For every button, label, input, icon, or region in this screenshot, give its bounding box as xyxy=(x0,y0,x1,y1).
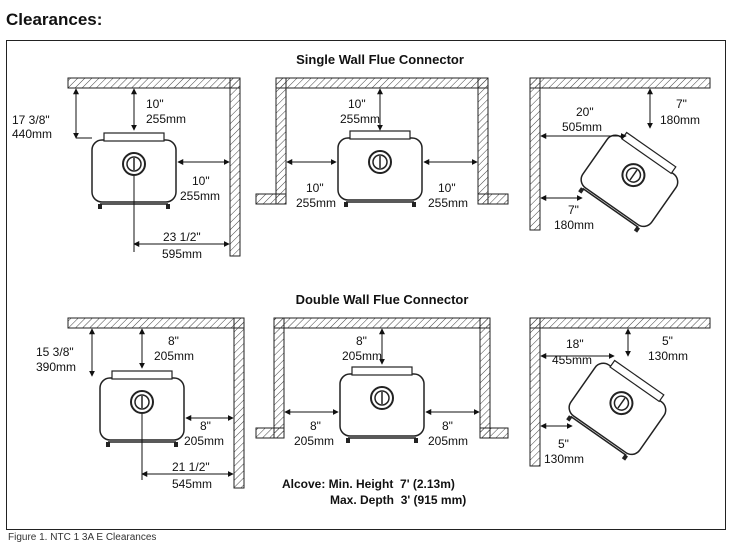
stove-icon xyxy=(339,366,425,444)
alcove-requirements: Alcove: Min. Height 7' (2.13m) Max. Dept… xyxy=(282,476,466,508)
double-wall-title: Double Wall Flue Connector xyxy=(295,292,469,307)
wall xyxy=(477,77,489,205)
label: 8" xyxy=(356,334,367,348)
wall xyxy=(529,317,711,329)
label: 10" xyxy=(192,174,210,188)
wall xyxy=(275,77,489,89)
label: 505mm xyxy=(562,120,602,134)
label: 390mm xyxy=(36,360,76,374)
label: 440mm xyxy=(12,127,52,141)
alcove-depth-label: Max. Depth xyxy=(330,493,395,507)
wall xyxy=(477,193,509,205)
label: 23 1/2" xyxy=(163,230,201,244)
label: 545mm xyxy=(172,477,212,491)
label: 180mm xyxy=(660,113,700,127)
label: 15 3/8" xyxy=(36,345,74,359)
wall xyxy=(255,427,285,439)
wall xyxy=(67,77,241,89)
label: 130mm xyxy=(648,349,688,363)
label: 255mm xyxy=(296,196,336,210)
label: 20" xyxy=(576,105,594,119)
wall xyxy=(479,317,491,439)
wall xyxy=(229,77,241,257)
single-alcove-diagram: 10" 255mm 10" 255mm 10" 255mm xyxy=(255,77,509,210)
page-heading: Clearances: xyxy=(6,10,103,29)
label: 180mm xyxy=(554,218,594,232)
wall xyxy=(255,193,287,205)
double-alcove-diagram: 8" 205mm 8" 205mm 8" 205mm xyxy=(255,317,509,448)
single-corner-diagram: 7" 180mm 20" 505mm 7" 180mm xyxy=(529,77,711,238)
alcove-depth-value: 3' (915 mm) xyxy=(400,493,467,507)
label: 8" xyxy=(442,419,453,433)
label: 595mm xyxy=(162,247,202,261)
label: 205mm xyxy=(294,434,334,448)
label: 10" xyxy=(348,97,366,111)
label: 205mm xyxy=(154,349,194,363)
label: 255mm xyxy=(180,189,220,203)
label: 8" xyxy=(200,419,211,433)
single-wall-title: Single Wall Flue Connector xyxy=(296,52,464,67)
single-side-wall-diagram: 17 3/8" 440mm 10" 255mm 10" 255mm 23 1/2… xyxy=(12,77,241,261)
wall xyxy=(479,427,509,439)
label: 5" xyxy=(662,334,673,348)
label: 255mm xyxy=(340,112,380,126)
label: 7" xyxy=(676,97,687,111)
alcove-height-value: 7' (2.13m) xyxy=(400,477,455,491)
alcove-height-label: Alcove: Min. Height xyxy=(282,477,394,491)
label: 455mm xyxy=(552,353,592,367)
label: 18" xyxy=(566,337,584,351)
wall xyxy=(233,317,245,489)
wall xyxy=(529,77,541,231)
label: 205mm xyxy=(428,434,468,448)
label: 130mm xyxy=(544,452,584,466)
label: 5" xyxy=(558,437,569,451)
double-side-wall-diagram: 15 3/8" 390mm 8" 205mm 8" 205mm 21 1/2" … xyxy=(36,317,245,491)
label: 10" xyxy=(438,181,456,195)
wall xyxy=(273,317,285,439)
label: 7" xyxy=(568,203,579,217)
wall xyxy=(273,317,491,329)
label: 10" xyxy=(306,181,324,195)
label: 255mm xyxy=(146,112,186,126)
wall xyxy=(529,317,541,467)
label: 21 1/2" xyxy=(172,460,210,474)
wall xyxy=(275,77,287,205)
wall xyxy=(67,317,245,329)
label: 205mm xyxy=(342,349,382,363)
figure-caption: Figure 1. NTC 1 3A E Clearances xyxy=(8,532,157,543)
label: 205mm xyxy=(184,434,224,448)
label: 8" xyxy=(168,334,179,348)
stove-icon xyxy=(560,352,675,466)
label: 8" xyxy=(310,419,321,433)
wall xyxy=(529,77,711,89)
label: 17 3/8" xyxy=(12,113,50,127)
stove-icon xyxy=(337,130,423,208)
label: 10" xyxy=(146,97,164,111)
double-corner-diagram: 5" 130mm 18" 455mm 5" 130mm xyxy=(529,317,711,467)
label: 255mm xyxy=(428,196,468,210)
diagram-frame xyxy=(6,40,726,530)
